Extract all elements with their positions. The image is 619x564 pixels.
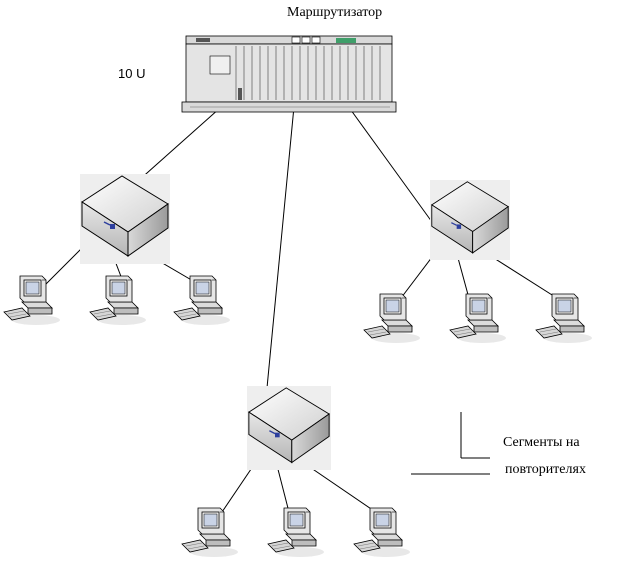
router-chassis-icon — [181, 35, 397, 113]
repeater-box-icon-right — [429, 179, 511, 261]
legend-line-2: повторителях — [505, 462, 586, 477]
legend-bracket — [411, 412, 490, 475]
router-title: Маршрутизатор — [287, 5, 383, 20]
rack-units-label: 10 U — [118, 66, 146, 81]
workstation-computer-icon-bottom-1 — [181, 507, 239, 558]
repeater-box-icon-left — [79, 173, 171, 265]
repeater-box-icon-bottom — [246, 385, 332, 471]
workstation-computer-icon-right-2 — [449, 293, 507, 344]
workstation-computer-icon-left-3 — [173, 275, 231, 326]
workstation-computer-icon-left-2 — [89, 275, 147, 326]
workstation-computer-icon-left-1 — [3, 275, 61, 326]
workstation-computer-icon-right-1 — [363, 293, 421, 344]
link-router-right-repeater — [347, 105, 433, 223]
workstation-computer-icon-bottom-2 — [267, 507, 325, 558]
workstation-computer-icon-bottom-3 — [353, 507, 411, 558]
workstation-computer-icon-right-3 — [535, 293, 593, 344]
legend-line-1: Сегменты на — [503, 435, 580, 450]
